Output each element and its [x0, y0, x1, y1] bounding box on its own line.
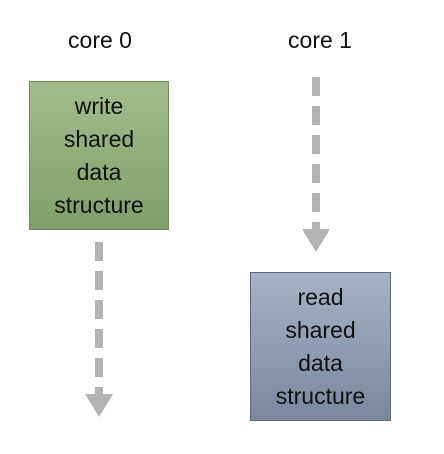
box-text-line: data — [298, 349, 343, 376]
box-text-line: structure — [54, 191, 144, 218]
core-0-label: core 0 — [68, 27, 132, 53]
dashed-arrow-down-icon — [302, 77, 330, 252]
write-shared-data-structure-box: write shared data structure — [29, 81, 169, 230]
box-text-line: shared — [285, 316, 356, 343]
read-shared-data-structure-box: read shared data structure — [250, 272, 391, 421]
box-text-line: data — [76, 158, 122, 185]
box-text-line: write — [74, 92, 124, 119]
box-text-line: shared — [63, 125, 135, 152]
box-text-line: read — [297, 283, 344, 310]
dashed-arrow-down-icon — [85, 242, 113, 417]
box-text-line: structure — [275, 382, 366, 409]
core-1-label: core 1 — [288, 27, 352, 53]
